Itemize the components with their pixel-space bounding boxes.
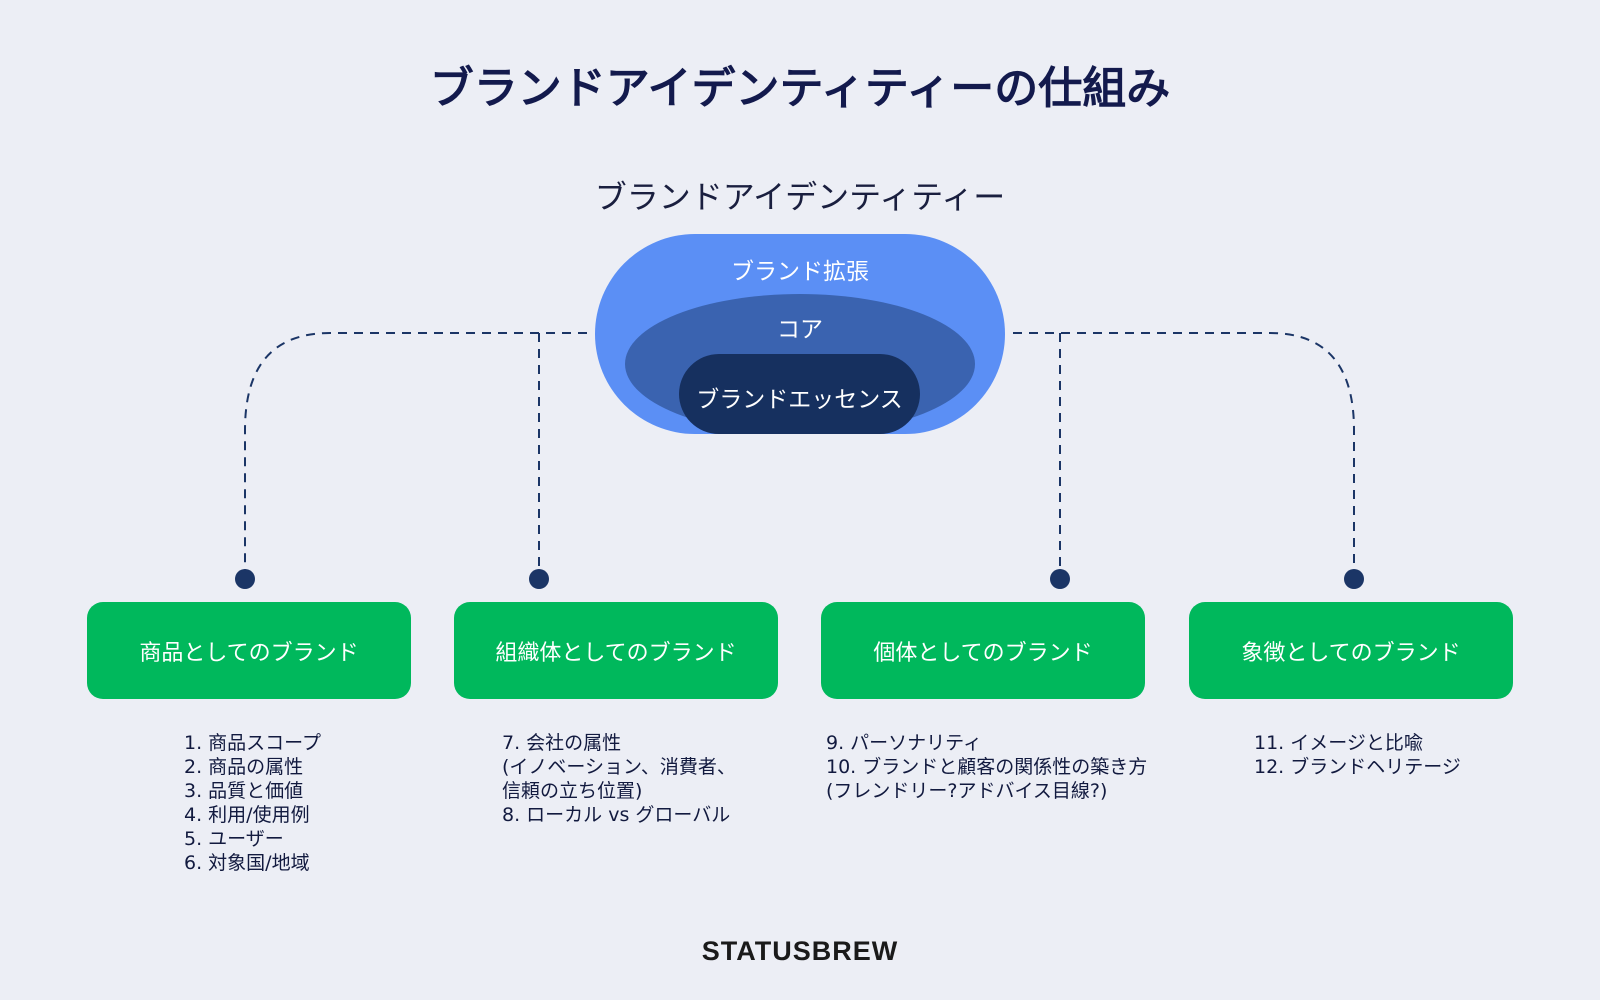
category-product: 商品としてのブランド	[87, 602, 411, 699]
organization-list: 7. 会社の属性 (イノベーション、消費者、 信頼の立ち位置) 8. ローカル …	[502, 731, 736, 827]
list-item: 3. 品質と価値	[184, 780, 304, 802]
category-organization: 組織体としてのブランド	[454, 602, 778, 699]
connector-dot	[1344, 569, 1364, 589]
symbol-list: 11. イメージと比喩 12. ブランドヘリテージ	[1254, 731, 1461, 779]
core-label: コア	[777, 317, 823, 343]
statusbrew-logo: STATUSBREW	[701, 936, 899, 966]
list-item: 12. ブランドヘリテージ	[1254, 756, 1461, 778]
list-item: 5. ユーザー	[184, 828, 284, 850]
product-list: 1. 商品スコープ 2. 商品の属性 3. 品質と価値 4. 利用/使用例 5.…	[184, 731, 321, 875]
connector-dot	[529, 569, 549, 589]
connector-left-outer	[244, 332, 587, 572]
connector-right-outer	[1013, 332, 1355, 572]
list-item: 1. 商品スコープ	[184, 732, 322, 754]
page-title: ブランドアイデンティティーの仕組み	[429, 63, 1171, 114]
list-item: (フレンドリー?アドバイス目線?)	[826, 780, 1108, 802]
list-item: 6. 対象国/地域	[184, 852, 310, 874]
list-item: 10. ブランドと顧客の関係性の築き方	[826, 756, 1148, 778]
person-list: 9. パーソナリティ 10. ブランドと顧客の関係性の築き方 (フレンドリー?ア…	[826, 731, 1147, 803]
list-item: (イノベーション、消費者、	[502, 756, 736, 778]
connector-dot	[235, 569, 255, 589]
list-item: 7. 会社の属性	[502, 732, 622, 754]
brand-extension-label: ブランド拡張	[731, 259, 869, 285]
list-item: 9. パーソナリティ	[826, 732, 983, 754]
list-item: 信頼の立ち位置)	[502, 780, 643, 802]
category-symbol: 象徴としてのブランド	[1189, 602, 1513, 699]
list-item: 8. ローカル vs グローバル	[502, 804, 731, 826]
connector-dot	[1050, 569, 1070, 589]
diagram-subtitle: ブランドアイデンティティー	[594, 178, 1006, 216]
brand-essence-label: ブランドエッセンス	[696, 387, 903, 413]
list-item: 11. イメージと比喩	[1254, 732, 1423, 754]
brand-essence-layer: ブランドエッセンス	[679, 354, 920, 434]
category-person: 個体としてのブランド	[821, 602, 1145, 699]
list-item: 2. 商品の属性	[184, 756, 304, 778]
list-item: 4. 利用/使用例	[184, 804, 310, 826]
